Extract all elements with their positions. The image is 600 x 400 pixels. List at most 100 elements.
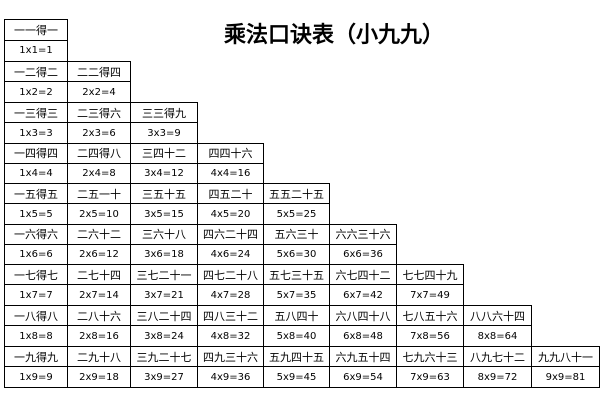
equation-text: 4x9=36 (210, 371, 251, 383)
equation-text: 5x6=30 (276, 248, 317, 260)
table-cell: 三八二十四 3x8=24 (130, 305, 198, 347)
verse-text: 二三得六 (68, 103, 130, 123)
equation-text: 2x5=10 (79, 208, 119, 220)
equation-text: 2x4=8 (82, 167, 116, 179)
equation-text: 4x5=20 (210, 208, 251, 220)
verse-text: 四八三十二 (198, 306, 263, 326)
equation-text: 1x6=6 (19, 248, 53, 260)
equation-text: 1x5=5 (19, 208, 53, 220)
table-cell: 六九五十四 6x9=54 (329, 346, 397, 388)
verse-text: 五九四十五 (264, 347, 329, 367)
table-cell: 四四十六 4x4=16 (197, 143, 264, 184)
equation-text: 5x9=45 (276, 371, 317, 383)
verse-text: 二六十二 (68, 225, 130, 245)
equation-text: 1x3=3 (19, 127, 53, 139)
equation-text: 1x1=1 (19, 45, 53, 57)
equation-text: 6x9=54 (343, 371, 383, 383)
equation-text: 3x7=21 (144, 289, 184, 301)
equation-text: 3x4=12 (144, 167, 184, 179)
verse-text: 四七二十八 (198, 265, 263, 285)
equation-text: 7x7=49 (410, 289, 450, 301)
table-cell: 三七二十一 3x7=21 (130, 264, 198, 306)
verse-text: 三七二十一 (131, 265, 197, 285)
equation-text: 3x6=18 (144, 248, 184, 260)
verse-text: 八八六十四 (464, 306, 531, 326)
equation-text: 4x6=24 (210, 248, 251, 260)
equation-text: 3x9=27 (144, 371, 184, 383)
verse-text: 三四十二 (131, 144, 197, 164)
verse-text: 三八二十四 (131, 306, 197, 326)
verse-text: 三六十八 (131, 225, 197, 245)
table-cell: 六七四十二 6x7=42 (329, 264, 397, 306)
equation-text: 4x7=28 (210, 289, 251, 301)
verse-text: 九九八十一 (532, 347, 599, 367)
table-cell: 五九四十五 5x9=45 (263, 346, 330, 388)
equation-text: 6x7=42 (343, 289, 383, 301)
table-cell: 一九得九 1x9=9 (4, 346, 68, 388)
verse-text: 八九七十二 (464, 347, 531, 367)
equation-text: 1x8=8 (19, 330, 53, 342)
verse-text: 二八十六 (68, 306, 130, 326)
table-cell: 四五二十 4x5=20 (197, 183, 264, 225)
equation-text: 8x8=64 (477, 330, 518, 342)
verse-text: 四四十六 (198, 144, 263, 164)
verse-text: 五五二十五 (264, 184, 329, 204)
verse-text: 一一得一 (5, 20, 67, 41)
verse-text: 三三得九 (131, 103, 197, 123)
equation-text: 1x9=9 (19, 371, 53, 383)
verse-text: 六六三十六 (330, 225, 396, 245)
verse-text: 五八四十 (264, 306, 329, 326)
verse-text: 一五得五 (5, 184, 67, 204)
table-cell: 八九七十二 8x9=72 (463, 346, 532, 388)
equation-text: 2x2=4 (82, 86, 116, 98)
equation-text: 3x8=24 (144, 330, 184, 342)
table-cell: 一六得六 1x6=6 (4, 224, 68, 265)
equation-text: 6x6=36 (343, 248, 383, 260)
page-title: 乘法口诀表（小九九） (224, 23, 445, 48)
equation-text: 8x9=72 (477, 371, 518, 383)
verse-text: 二四得八 (68, 144, 130, 164)
table-cell: 七八五十六 7x8=56 (396, 305, 464, 347)
equation-text: 7x8=56 (410, 330, 450, 342)
equation-text: 4x4=16 (210, 167, 251, 179)
equation-text: 6x8=48 (343, 330, 383, 342)
verse-text: 七八五十六 (397, 306, 463, 326)
verse-text: 六七四十二 (330, 265, 396, 285)
table-cell: 四八三十二 4x8=32 (197, 305, 264, 347)
equation-text: 4x8=32 (210, 330, 251, 342)
verse-text: 四五二十 (198, 184, 263, 204)
equation-text: 2x6=12 (79, 248, 119, 260)
table-cell: 四七二十八 4x7=28 (197, 264, 264, 306)
table-cell: 二六十二 2x6=12 (67, 224, 131, 265)
verse-text: 一六得六 (5, 225, 67, 245)
table-cell: 五七三十五 5x7=35 (263, 264, 330, 306)
equation-text: 5x8=40 (276, 330, 317, 342)
verse-text: 一七得七 (5, 265, 67, 285)
verse-text: 一四得四 (5, 144, 67, 164)
verse-text: 五七三十五 (264, 265, 329, 285)
table-cell: 一一得一 1x1=1 (4, 19, 68, 62)
verse-text: 一九得九 (5, 347, 67, 367)
equation-text: 5x7=35 (276, 289, 317, 301)
table-cell: 八八六十四 8x8=64 (463, 305, 532, 347)
verse-text: 六九五十四 (330, 347, 396, 367)
verse-text: 三五十五 (131, 184, 197, 204)
verse-text: 四九三十六 (198, 347, 263, 367)
equation-text: 3x3=9 (147, 127, 181, 139)
